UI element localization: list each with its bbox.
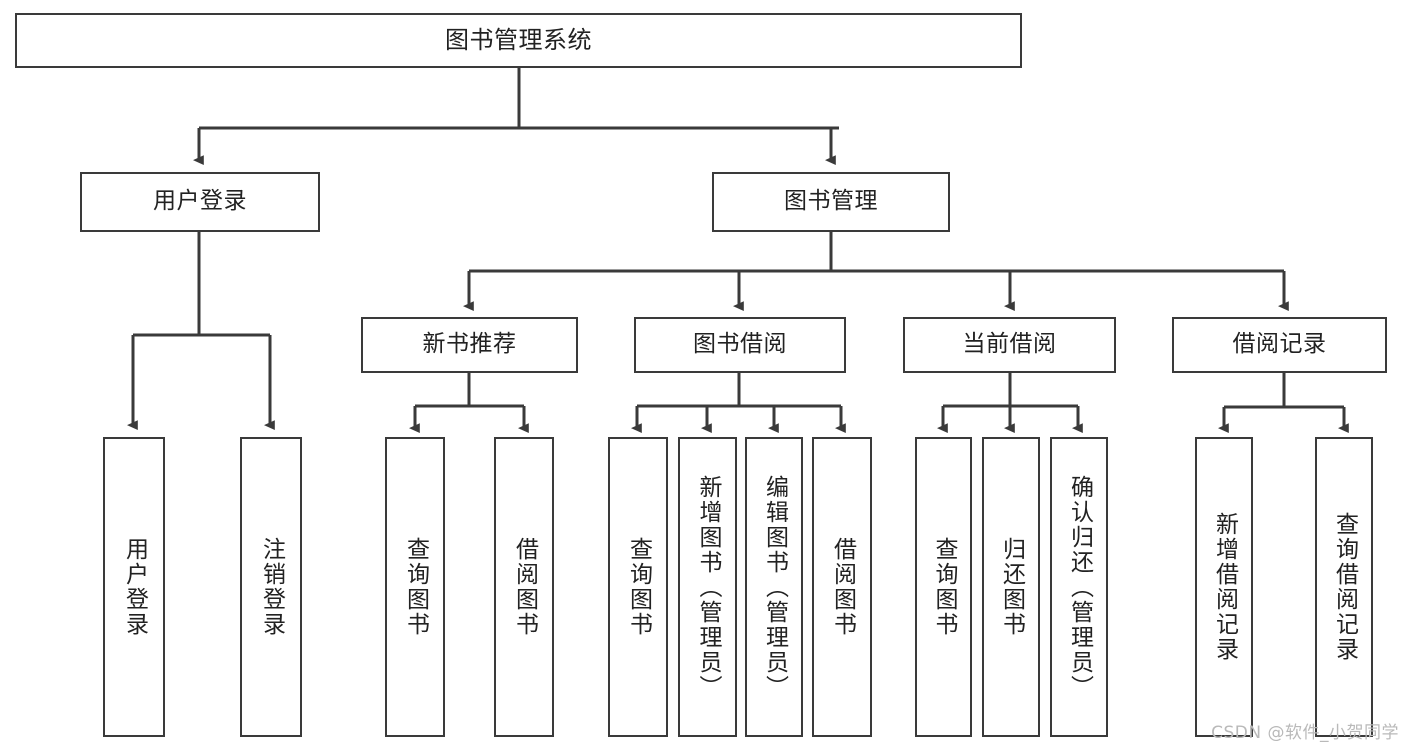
- node-label: 确认归还（管理员）: [1066, 474, 1093, 700]
- node-label: 新增图书（管理员）: [695, 474, 722, 700]
- edge-current-to-leaves: [937, 373, 1083, 434]
- node-label: 新书推荐: [422, 331, 517, 358]
- leaf-borrow-query-book[interactable]: 查询图书: [608, 437, 668, 737]
- node-label: 借阅记录: [1232, 331, 1327, 358]
- node-label: 编辑图书（管理员）: [761, 474, 788, 700]
- leaf-logout[interactable]: 注销登录: [240, 437, 302, 737]
- node-label: 图书借阅: [693, 331, 787, 358]
- node-book-borrow[interactable]: 图书借阅: [634, 317, 846, 373]
- node-label: 用户登录: [121, 537, 148, 637]
- node-label: 查询图书: [625, 537, 652, 637]
- node-label: 借阅图书: [829, 537, 856, 637]
- node-root-system[interactable]: 图书管理系统: [15, 13, 1022, 68]
- node-user-login[interactable]: 用户登录: [80, 172, 320, 232]
- node-label: 注销登录: [258, 537, 285, 637]
- node-label: 归还图书: [998, 537, 1025, 637]
- node-book-management[interactable]: 图书管理: [712, 172, 950, 232]
- node-label: 用户登录: [153, 188, 247, 215]
- node-new-book-recommend[interactable]: 新书推荐: [361, 317, 578, 373]
- edge-newbook-to-leaves: [409, 373, 529, 434]
- leaf-borrow-add-book-admin[interactable]: 新增图书（管理员）: [678, 437, 737, 737]
- edge-borrow-to-leaves: [631, 373, 846, 434]
- edge-userlogin-to-leaves: [127, 232, 275, 431]
- node-label: 查询图书: [931, 537, 958, 637]
- leaf-user-login[interactable]: 用户登录: [103, 437, 165, 737]
- edge-record-to-leaves: [1218, 373, 1349, 434]
- node-label: 查询图书: [402, 537, 429, 637]
- leaf-borrow-edit-book-admin[interactable]: 编辑图书（管理员）: [745, 437, 803, 737]
- node-label: 借阅图书: [511, 537, 538, 637]
- leaf-recommend-query-book[interactable]: 查询图书: [385, 437, 445, 737]
- leaf-record-query-borrow-record[interactable]: 查询借阅记录: [1315, 437, 1373, 737]
- node-label: 图书管理: [784, 188, 878, 215]
- node-label: 查询借阅记录: [1331, 512, 1358, 662]
- node-borrow-record[interactable]: 借阅记录: [1172, 317, 1387, 373]
- csdn-watermark: CSDN @软件_小贺同学: [1211, 723, 1399, 743]
- edge-root-to-level2: [193, 68, 839, 166]
- edge-bookmgmt-to-level3: [463, 232, 1289, 312]
- leaf-current-query-book[interactable]: 查询图书: [915, 437, 972, 737]
- node-current-borrow[interactable]: 当前借阅: [903, 317, 1116, 373]
- leaf-current-confirm-return-admin[interactable]: 确认归还（管理员）: [1050, 437, 1108, 737]
- leaf-borrow-borrow-book[interactable]: 借阅图书: [812, 437, 872, 737]
- node-label: 当前借阅: [962, 331, 1057, 358]
- leaf-record-add-borrow-record[interactable]: 新增借阅记录: [1195, 437, 1253, 737]
- node-label: 新增借阅记录: [1211, 512, 1238, 662]
- leaf-recommend-borrow-book[interactable]: 借阅图书: [494, 437, 554, 737]
- node-label: 图书管理系统: [445, 26, 592, 55]
- leaf-current-return-book[interactable]: 归还图书: [982, 437, 1040, 737]
